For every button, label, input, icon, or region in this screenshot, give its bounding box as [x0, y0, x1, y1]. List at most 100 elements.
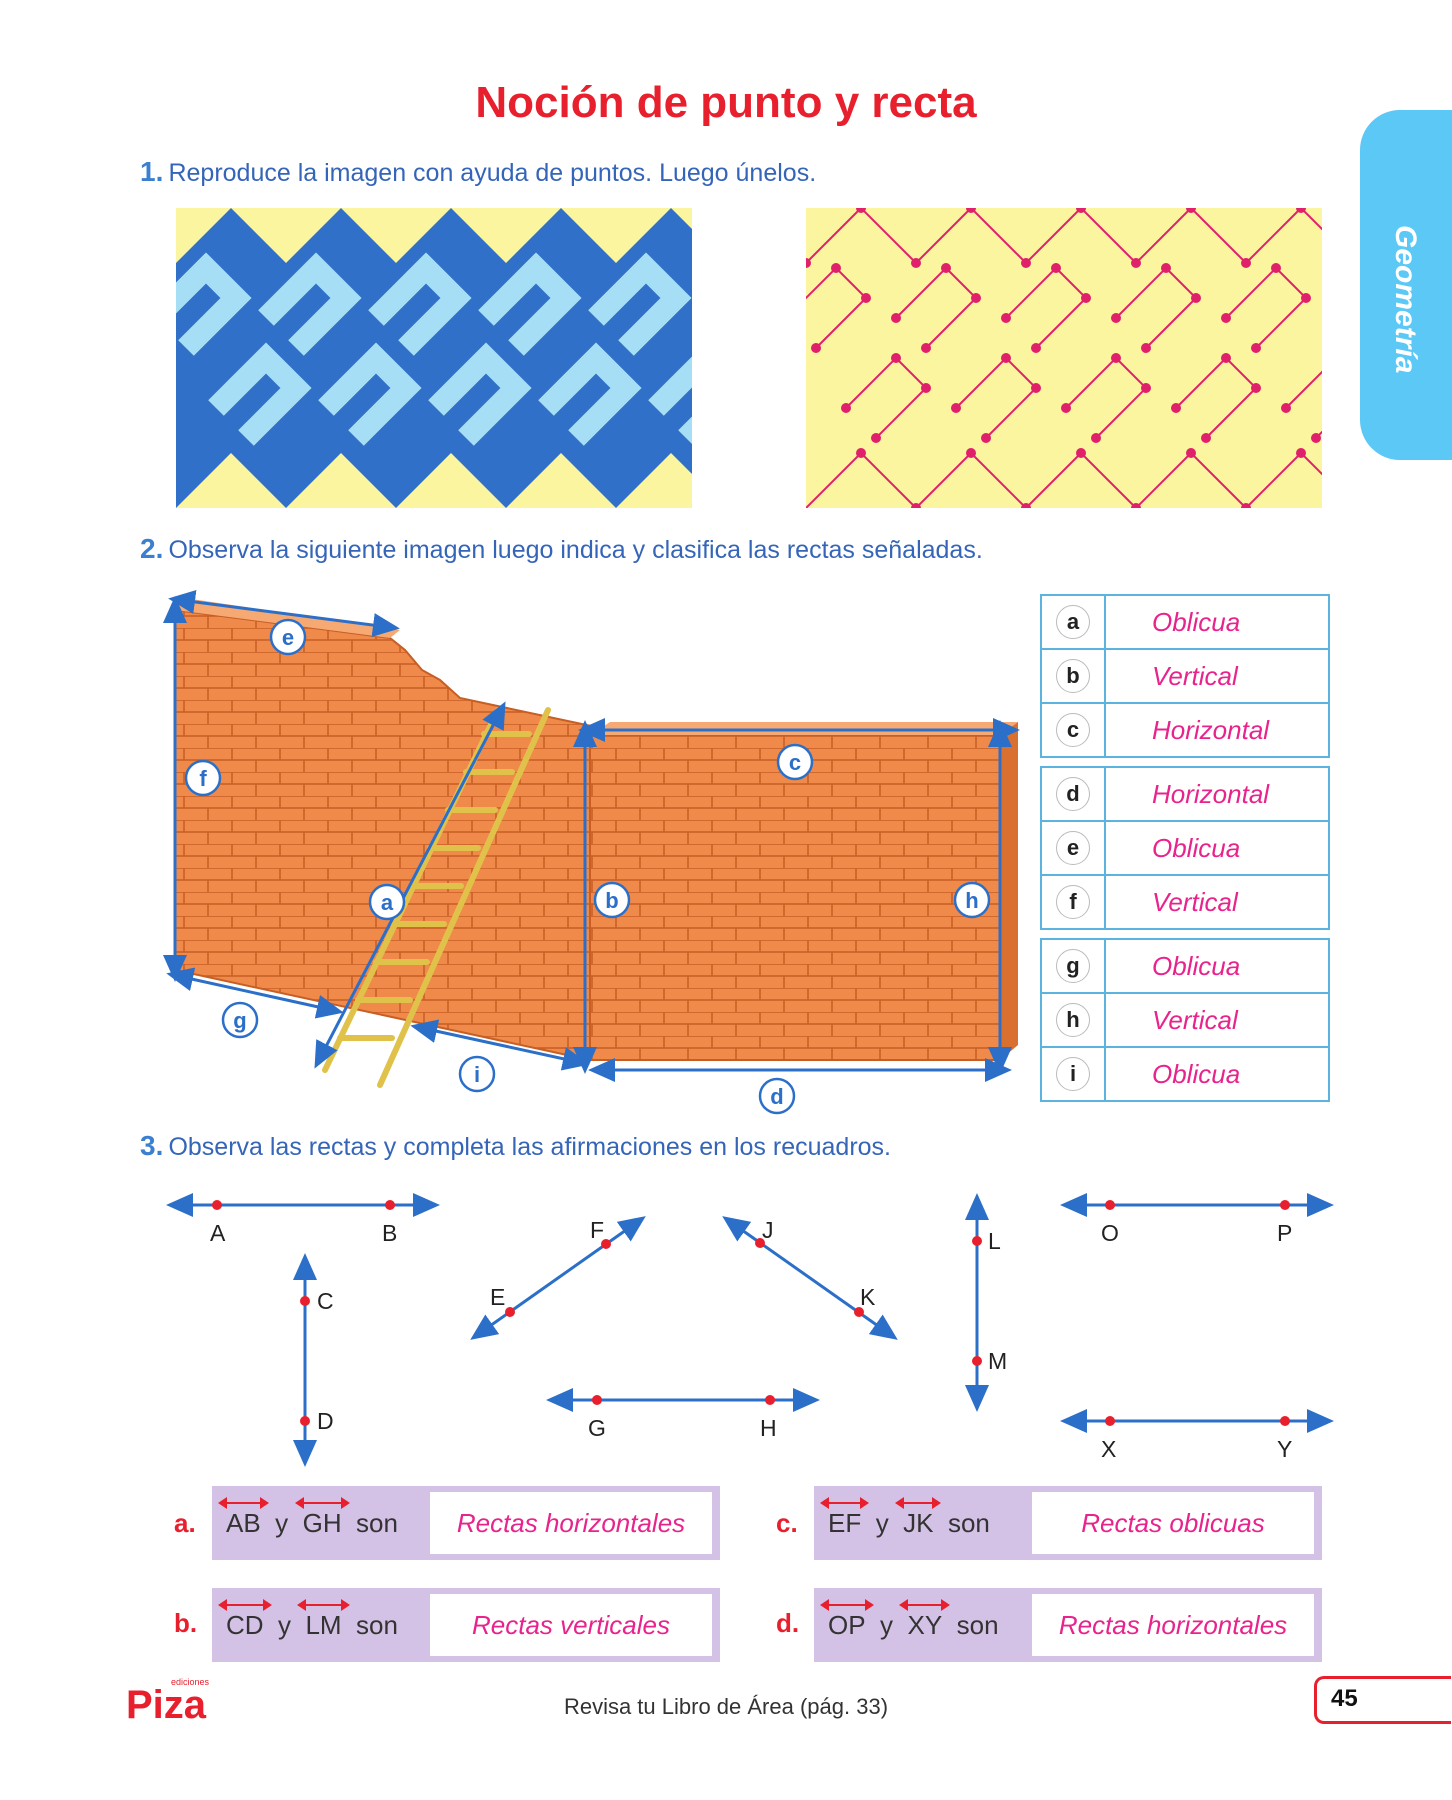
point-label: X [1101, 1436, 1116, 1462]
segment-1: OP [828, 1610, 866, 1640]
connector: y [875, 1508, 889, 1538]
statement-letter: c. [776, 1508, 798, 1538]
point-label: C [317, 1288, 334, 1314]
statement-letter: a. [174, 1508, 196, 1538]
publisher-logo: ediciones Piza [126, 1677, 210, 1722]
point-label: K [860, 1284, 876, 1310]
classification-row: a Oblicua [1042, 596, 1328, 650]
row-letter: e [1056, 831, 1090, 865]
row-letter: h [1056, 1003, 1090, 1037]
page-title: Noción de punto y recta [475, 78, 977, 127]
question-number: 1. [140, 156, 164, 187]
segment-2: GH [302, 1508, 342, 1538]
point-label: A [210, 1220, 226, 1246]
statement-b: CD y LM son Rectas verticales [212, 1588, 720, 1662]
statement-prefix: OP y XY son [820, 1599, 999, 1641]
verb: son [356, 1508, 398, 1538]
question-number: 2. [140, 533, 164, 564]
classification-row: d Horizontal [1042, 768, 1328, 822]
wall-label-d: d [770, 1084, 783, 1109]
row-letter: f [1056, 885, 1090, 919]
row-answer: Horizontal [1152, 778, 1270, 809]
footer-reference: Revisa tu Libro de Área (pág. 33) [563, 1694, 889, 1719]
segment-2: LM [305, 1610, 342, 1640]
question-text: Reproduce la imagen con ayuda de puntos.… [168, 159, 817, 187]
classification-row: h Vertical [1042, 994, 1328, 1048]
statement-a: AB y GH son Rectas horizontales [212, 1486, 720, 1560]
row-answer: Vertical [1152, 660, 1238, 691]
wall-label-f: f [199, 766, 207, 791]
question-text: Observa la siguiente imagen luego indica… [168, 536, 983, 564]
point-label: J [762, 1217, 774, 1243]
statement-prefix: AB y GH son [218, 1497, 398, 1539]
question-2: 2. Observa la siguiente imagen luego ind… [140, 533, 983, 565]
statement-answer: Rectas horizontales [430, 1492, 712, 1554]
connector: y [880, 1610, 894, 1640]
question-1: 1. Reproduce la imagen con ayuda de punt… [140, 156, 816, 188]
verb: son [947, 1508, 990, 1538]
row-answer: Oblicua [1152, 606, 1241, 637]
row-answer: Oblicua [1152, 832, 1241, 863]
wall-label-e: e [282, 625, 294, 650]
statement-c: EF y JK son Rectas oblicuas [814, 1486, 1322, 1560]
question-text: Observa las rectas y completa las afirma… [168, 1133, 891, 1161]
segment-2: JK [903, 1508, 934, 1538]
classification-row: b Vertical [1042, 650, 1328, 704]
question-3: 3. Observa las rectas y completa las afi… [140, 1130, 891, 1162]
classification-row: c Horizontal [1042, 704, 1328, 756]
row-letter: g [1056, 949, 1090, 983]
segment-1: EF [828, 1508, 862, 1538]
statement-answer: Rectas verticales [430, 1594, 712, 1656]
segment-2: XY [907, 1610, 943, 1640]
section-tab-label: Geometría [1389, 225, 1422, 374]
statement-answer: Rectas oblicuas [1032, 1492, 1314, 1554]
section-tab: Geometría [1360, 110, 1452, 460]
logo-text: Piza [126, 1683, 207, 1722]
question-number: 3. [140, 1130, 164, 1161]
point-label: B [382, 1220, 397, 1246]
pattern-dots [806, 208, 1322, 508]
point-label: D [317, 1408, 334, 1434]
row-answer: Oblicua [1152, 1058, 1241, 1089]
pattern-original [176, 208, 692, 508]
row-answer: Vertical [1152, 1004, 1238, 1035]
row-letter: b [1056, 659, 1090, 693]
logo-small-text: ediciones [171, 1677, 210, 1687]
wall-label-a: a [381, 890, 394, 915]
statement-prefix: EF y JK son [820, 1497, 990, 1539]
row-answer: Oblicua [1152, 950, 1241, 981]
wall-label-i: i [474, 1062, 480, 1087]
point-label: O [1101, 1220, 1119, 1246]
point-label: P [1277, 1220, 1292, 1246]
point-label: L [988, 1228, 1001, 1254]
connector: y [278, 1610, 292, 1640]
row-letter: d [1056, 777, 1090, 811]
point-label: F [590, 1217, 604, 1243]
point-label: G [588, 1415, 606, 1441]
statement-prefix: CD y LM son [218, 1599, 398, 1641]
segment-1: AB [226, 1508, 261, 1538]
classification-group-3: g Oblicua h Vertical i Oblicua [1040, 938, 1330, 1102]
statement-letter: d. [776, 1608, 800, 1638]
page-number: 45 [1331, 1685, 1358, 1712]
classification-group-1: a Oblicua b Vertical c Horizontal [1040, 594, 1330, 758]
page-number-box: 45 [1314, 1676, 1451, 1724]
verb: son [356, 1610, 398, 1640]
statement-answer: Rectas horizontales [1032, 1594, 1314, 1656]
point-label: M [988, 1348, 1007, 1374]
classification-row: i Oblicua [1042, 1048, 1328, 1100]
lines-diagram: A B C D E F G H J K L M O P X Y [166, 1193, 1334, 1467]
row-letter: i [1056, 1057, 1090, 1091]
classification-row: g Oblicua [1042, 940, 1328, 994]
segment-1: CD [226, 1610, 264, 1640]
statement-letter: b. [174, 1608, 198, 1638]
classification-row: e Oblicua [1042, 822, 1328, 876]
classification-group-2: d Horizontal e Oblicua f Vertical [1040, 766, 1330, 930]
wall-label-b: b [605, 888, 618, 913]
row-letter: c [1056, 713, 1090, 747]
wall-label-g: g [233, 1008, 246, 1033]
statement-d: OP y XY son Rectas horizontales [814, 1588, 1322, 1662]
wall-label-h: h [965, 888, 978, 913]
point-label: Y [1277, 1436, 1292, 1462]
row-answer: Horizontal [1152, 714, 1270, 745]
